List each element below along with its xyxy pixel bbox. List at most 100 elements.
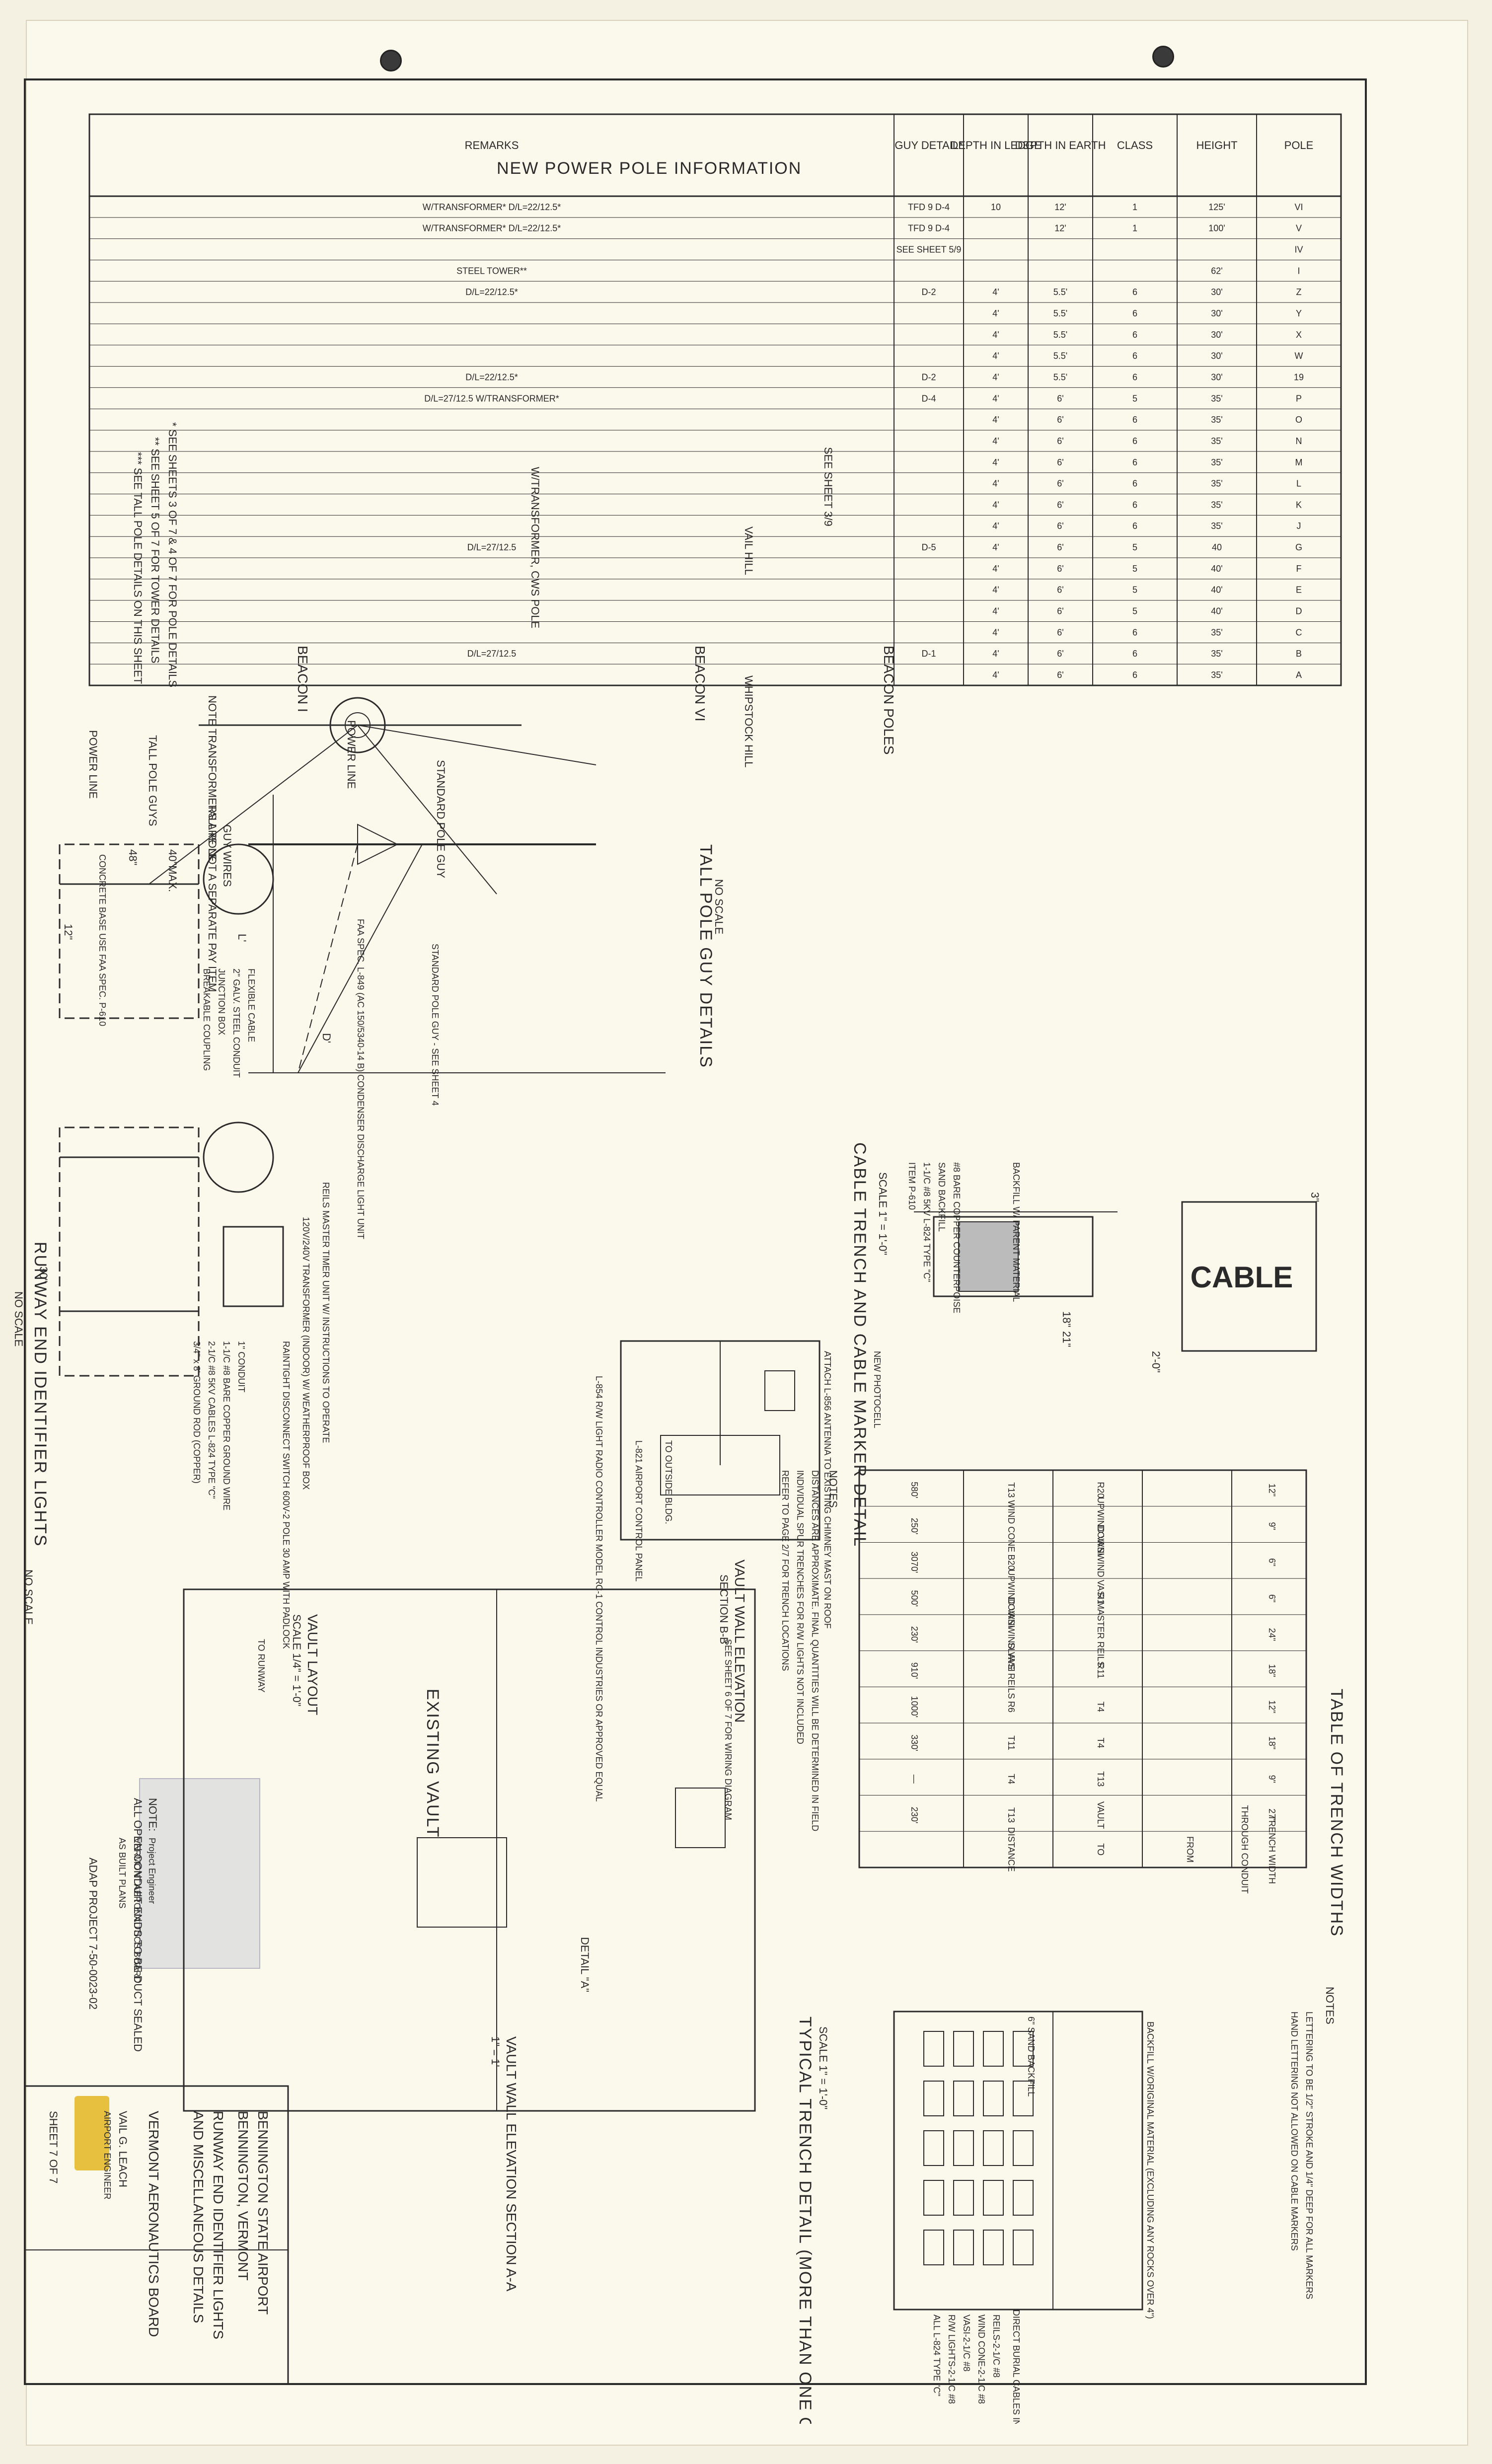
pole-cell: 40': [1211, 585, 1222, 595]
pole-cell: 5: [1132, 606, 1137, 616]
pole-cell: 35': [1211, 436, 1222, 446]
pole-cell: SEE SHEET 5/9: [896, 244, 962, 254]
pole-cell: O: [1295, 415, 1302, 425]
pole-cell: 5: [1132, 542, 1137, 552]
pole-cell: I: [1297, 266, 1300, 276]
as-built-stamp: [139, 1778, 260, 1969]
beacon-i-label: BEACON I: [295, 646, 310, 712]
stamp-text-2: VERMONT AERONAUTICS BOARD: [132, 1838, 142, 1983]
existing-vault: EXISTING VAULT: [423, 1689, 442, 1838]
pole-cell: 5: [1132, 393, 1137, 403]
cable-scale: SCALE 1" = 1'-0": [877, 1172, 889, 1255]
title-engineer-title: AIRPORT ENGINEER: [102, 2111, 112, 2199]
vault-l821: L-821 AIRPORT CONTROL PANEL: [634, 1440, 644, 1581]
reil-flex-cable: FLEXIBLE CABLE: [246, 969, 256, 1042]
pole-cell: D/L=27/12.5 W/TRANSFORMER*: [424, 393, 559, 403]
beacon-poles-label: BEACON POLES: [881, 646, 896, 754]
trench-cable-cell: [953, 2130, 974, 2166]
trench-cable-cell: [923, 2230, 944, 2265]
typical-direct: DIRECT BURIAL CABLES IN TRENCH: [1011, 2310, 1021, 2424]
pole-cell: 35': [1211, 670, 1222, 680]
typical-backfill: BACKFILL W/ORIGINAL MATERIAL (EXCLUDING …: [1145, 2021, 1155, 2319]
pole-cell: 6: [1132, 500, 1137, 510]
reil-coupling: BREAKABLE COUPLING: [202, 969, 212, 1071]
pole-cell: M: [1295, 457, 1303, 467]
trench-header: TO: [1096, 1843, 1106, 1856]
typical-rw: R/W LIGHTS-2-1/C #8: [947, 2315, 957, 2404]
pole-cell: 6: [1132, 308, 1137, 318]
location-whipstock: WHIPSTOCK HILL: [743, 675, 755, 767]
vault-layout: VAULT LAYOUT: [305, 1614, 320, 1715]
notes-line-2: HAND LETTERING NOT ALLOWED ON CABLE MARK…: [1289, 2012, 1299, 2251]
vault-layout-scale: SCALE 1/4" = 1'-0": [291, 1614, 303, 1707]
pole-cell: Y: [1296, 308, 1302, 318]
reil-detail: RUNWAY END IDENTIFIER LIGHTS NO SCALE 48…: [12, 843, 366, 1649]
trench-cell: 18": [1267, 1736, 1277, 1749]
typical-sand: 6" SAND BACKFILL: [1026, 2016, 1036, 2096]
pole-cell: 6': [1057, 415, 1063, 425]
trench-cell: R20: [1096, 1482, 1106, 1498]
guy-label-standard-see-sheet: STANDARD POLE GUY - SEE SHEET 4: [430, 944, 440, 1106]
tape-piece: [75, 2096, 109, 2170]
pole-cell: 4': [992, 393, 999, 403]
typical-trench: TYPICAL TRENCH DETAIL (MORE THAN ONE CAB…: [796, 2011, 1155, 2464]
typical-vasi: VASI-2-1/C #8: [962, 2315, 971, 2372]
typical-wind: WIND CONE-2-1/C #8: [976, 2315, 986, 2404]
pole-cell: G: [1295, 542, 1302, 552]
pole-cell: 6': [1057, 670, 1063, 680]
trench-cable-cell: [953, 2081, 974, 2116]
trench-cable-cell: [1013, 2230, 1034, 2265]
pole-cell: 5: [1132, 585, 1137, 595]
drawing-border: [24, 78, 1367, 2385]
trench-cell: 12": [1267, 1484, 1277, 1496]
trench-cable-cell: [923, 2130, 944, 2166]
pole-cell: 4': [992, 670, 999, 680]
pole-cell: 6: [1132, 372, 1137, 382]
pole-cell: 6: [1132, 415, 1137, 425]
pole-cell: TFD 9 D-4: [908, 202, 950, 212]
pole-cell: D-2: [921, 287, 936, 297]
pole-cell: B: [1296, 649, 1302, 659]
trench-notes-title: NOTES: [827, 1470, 839, 1508]
pole-cell: 6: [1132, 351, 1137, 361]
vault-note: NOTE:: [147, 1798, 159, 1831]
pole-cell: 62': [1211, 266, 1222, 276]
pole-header: POLE: [1284, 139, 1314, 151]
pole-cell: 6: [1132, 287, 1137, 297]
pole-cell: Z: [1296, 287, 1302, 297]
trench-cable-cell: [983, 2230, 1004, 2265]
trench-cell: —: [909, 1775, 919, 1784]
pole-cell: 4': [992, 457, 999, 467]
title-block: BENNINGTON STATE AIRPORT BENNINGTON, VER…: [24, 2085, 289, 2385]
trench-cable-cell: [983, 2081, 1004, 2116]
trench-cable-cell: [923, 2081, 944, 2116]
reil-faa-spec: FAA SPEC. L-849 (AC 150/5340-14 B) CONDE…: [356, 919, 366, 1239]
pole-cell: D/L=27/12.5: [467, 542, 517, 552]
pole-cell: D-5: [921, 542, 936, 552]
trench-cell: 330': [909, 1734, 919, 1751]
trench-header: TRENCH WIDTH: [1267, 1815, 1277, 1884]
trench-cell: 27": [1267, 1808, 1277, 1821]
pole-cell: 4': [992, 500, 999, 510]
title-line3: RUNWAY END IDENTIFIER LIGHTS: [211, 2111, 226, 2339]
title-line2: BENNINGTON, VERMONT: [235, 2111, 251, 2281]
trench-cell: T13: [1096, 1771, 1106, 1787]
pole-cell: 100': [1208, 224, 1225, 233]
notes-line-1: LETTERING TO BE 1/2" STROKE AND 1/4" DEE…: [1304, 2012, 1314, 2299]
pole-cell: A: [1296, 670, 1302, 680]
pole-cell: X: [1296, 330, 1302, 340]
cable-label-item: ITEM P-610: [907, 1162, 917, 1210]
pole-cell: 40: [1212, 542, 1222, 552]
pole-cell: 4': [992, 436, 999, 446]
pole-cell: 6: [1132, 521, 1137, 531]
pole-cell: 30': [1211, 330, 1222, 340]
pole-cell: 12': [1054, 202, 1066, 212]
trench-cable-cell: [983, 2031, 1004, 2067]
pole-cell: 4': [992, 585, 999, 595]
trench-cell: R1: [1096, 1593, 1106, 1604]
pole-footnote-1: * SEE SHEETS 3 OF 7 & 4 OF 7 FOR POLE DE…: [166, 422, 179, 687]
cable-dim-3: 3": [1309, 1192, 1321, 1202]
pole-cell: 6: [1132, 330, 1137, 340]
reil-title: RUNWAY END IDENTIFIER LIGHTS: [31, 1242, 50, 1547]
trench-cable-cell: [983, 2130, 1004, 2166]
